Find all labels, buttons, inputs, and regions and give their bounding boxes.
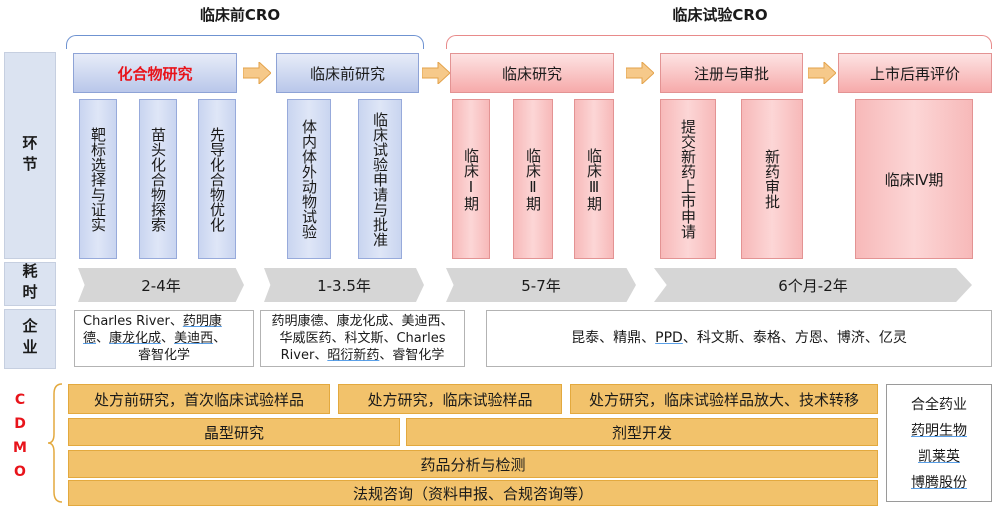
substep-post-label: 临床Ⅳ期: [884, 170, 944, 189]
row-label-company: 企业: [4, 309, 56, 369]
substep-preclinical-2: 临床试验申请与批准: [358, 99, 402, 259]
companies-compound: Charles River、药明康 德、康龙化成、美迪西、 睿智化学: [74, 310, 254, 367]
substep-clinical-1: 临床Ⅰ期: [452, 99, 490, 259]
cdmo-item-scaleup-transfer: 处方研究，临床试验样品放大、技术转移: [570, 384, 878, 414]
cdmo-company: 凯莱英: [918, 449, 960, 465]
substep-clinical-2: 临床Ⅱ期: [513, 99, 553, 259]
cdmo-item-regulatory: 法规咨询（资料申报、合规咨询等）: [68, 480, 878, 506]
duration-compound: 2-4年: [78, 268, 244, 302]
row-label-duration: 耗时: [4, 262, 56, 306]
companies-preclinical: 药明康德、康龙化成、美迪西、 华威医药、科文斯、Charles River、昭衍…: [260, 310, 465, 367]
substep-compound-3: 先导化合物优化: [198, 99, 236, 259]
row-label-stage: 环节: [4, 52, 56, 259]
stage-label: 临床前研究: [309, 64, 385, 83]
cdmo-item-analysis: 药品分析与检测: [68, 450, 878, 478]
cdmo-item-dosage-form: 剂型开发: [406, 418, 878, 446]
cdmo-company: 合全药业: [911, 397, 967, 413]
cdmo-brace: [47, 383, 63, 503]
cdmo-item-preformulation: 处方前研究，首次临床试验样品: [68, 384, 330, 414]
stage-post-market: 上市后再评价: [838, 53, 992, 93]
stage-clinical-research: 临床研究: [450, 53, 614, 93]
substep-registration-1: 提交新药上市申请: [660, 99, 716, 259]
stage-compound-research: 化合物研究: [73, 53, 237, 93]
stage-label: 上市后再评价: [869, 64, 960, 83]
stage-label: 临床研究: [501, 64, 562, 83]
arrow-icon: [808, 62, 836, 84]
substep-compound-2: 苗头化合物探索: [139, 99, 177, 259]
preclinical-brace: [66, 35, 424, 49]
arrow-icon: [626, 62, 654, 84]
clinical-brace: [446, 35, 992, 49]
substep-post-1: 临床Ⅳ期: [855, 99, 973, 259]
stage-label: 注册与审批: [693, 64, 769, 83]
row-label-cdmo: CDMO: [12, 392, 28, 488]
duration-preclinical: 1-3.5年: [264, 268, 424, 302]
duration-registration-post: 6个月-2年: [654, 268, 972, 302]
arrow-icon: [243, 62, 271, 84]
cdmo-company: 博腾股份: [911, 475, 967, 491]
cdmo-company: 药明生物: [911, 423, 967, 439]
substep-clinical-3: 临床Ⅲ期: [574, 99, 614, 259]
stage-preclinical-research: 临床前研究: [276, 53, 419, 93]
stage-label: 化合物研究: [117, 64, 193, 83]
clinical-cro-title: 临床试验CRO: [672, 6, 768, 24]
cdmo-item-crystal-form: 晶型研究: [68, 418, 400, 446]
substep-registration-2: 新药审批: [741, 99, 803, 259]
duration-clinical: 5-7年: [446, 268, 636, 302]
cdmo-companies: 合全药业 药明生物 凯莱英 博腾股份: [886, 384, 992, 502]
preclinical-cro-title: 临床前CRO: [199, 6, 281, 24]
substep-preclinical-1: 体内体外动物试验: [287, 99, 331, 259]
arrow-icon: [422, 62, 450, 84]
cdmo-item-formulation-sample: 处方研究，临床试验样品: [338, 384, 562, 414]
substep-compound-1: 靶标选择与证实: [79, 99, 117, 259]
stage-registration: 注册与审批: [660, 53, 803, 93]
companies-clinical: 昆泰、精鼎、PPD、科文斯、泰格、方恩、博济、亿灵: [486, 310, 992, 367]
